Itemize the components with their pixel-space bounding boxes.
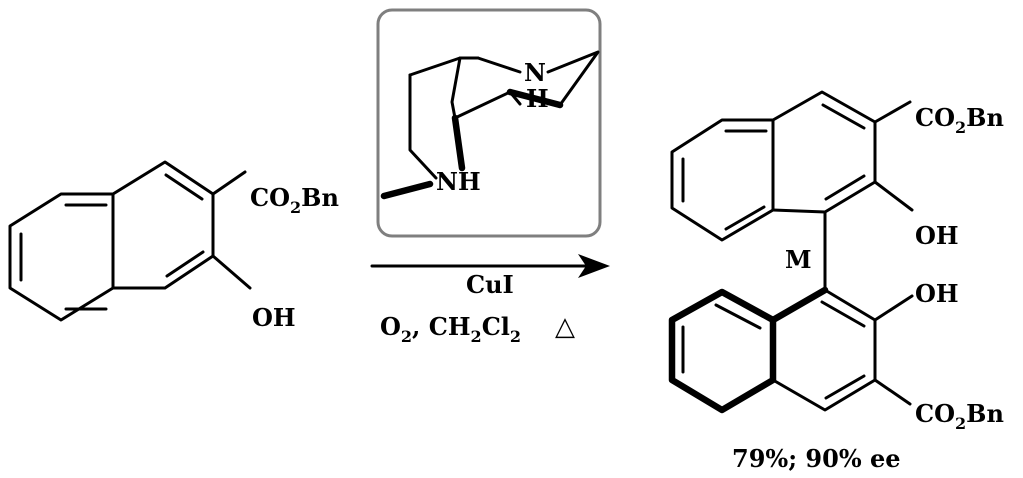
product-lower-naphthalene [668, 286, 914, 414]
product-ester-top-label: CO2Bn [915, 103, 1004, 137]
catalyst-n-top: N [524, 58, 546, 87]
reactant-hydroxyl-label: OH [252, 303, 296, 332]
product-hydroxyl-bottom-label: OH [915, 279, 959, 308]
condition-metal: CuI [466, 270, 514, 299]
catalyst-diamine [380, 50, 600, 200]
catalyst-nh-bottom: NH [436, 167, 481, 196]
reaction-arrow [370, 254, 610, 278]
product-hydroxyl-top-label: OH [915, 221, 959, 250]
yield-ee-text: 79%; 90% ee [732, 444, 901, 473]
product-upper-naphthalene [670, 90, 914, 242]
condition-oxidant-solvent: O2, CH2Cl2 [380, 312, 521, 346]
reactant-ester-label: CO2Bn [250, 183, 339, 217]
reactant-naphthalene [8, 160, 252, 322]
heat-symbol: △ [555, 312, 575, 342]
product-ester-bottom-label: CO2Bn [915, 399, 1004, 433]
catalyst-h-top: H [526, 84, 549, 113]
axial-chirality-label: M [785, 245, 812, 274]
